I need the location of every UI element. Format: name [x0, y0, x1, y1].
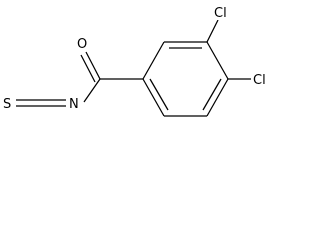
acyl-isothiocyanate-chain	[16, 51, 143, 107]
bond-c3-cl-upper	[206, 19, 219, 43]
ring-bond-c3-c4	[206, 41, 229, 80]
ring-bond-c4-c5	[206, 78, 229, 117]
benzene-ring	[142, 41, 229, 117]
bond-carbonyl-o-b	[80, 54, 96, 83]
atom-label-chlorine-upper: Cl	[214, 6, 227, 21]
atom-labels: O N S Cl Cl	[3, 2, 274, 112]
chlorine-substituents	[206, 19, 251, 80]
ring-bond-c4-c5-inner	[202, 78, 222, 111]
ring-bond-c6-c1	[142, 78, 165, 117]
atom-label-nitrogen: N	[69, 97, 79, 112]
ring-bond-c6-c1-inner	[149, 78, 169, 111]
atom-label-oxygen: O	[77, 37, 87, 52]
bond-carbonyl-o-a	[85, 51, 101, 80]
ring-bond-c1-c2	[142, 41, 165, 80]
atom-label-sulfur: S	[3, 97, 11, 112]
atom-label-chlorine-lower: Cl	[253, 73, 266, 88]
structural-formula: O N S Cl Cl	[3, 2, 274, 117]
bond-carbonyl-n	[83, 78, 101, 103]
